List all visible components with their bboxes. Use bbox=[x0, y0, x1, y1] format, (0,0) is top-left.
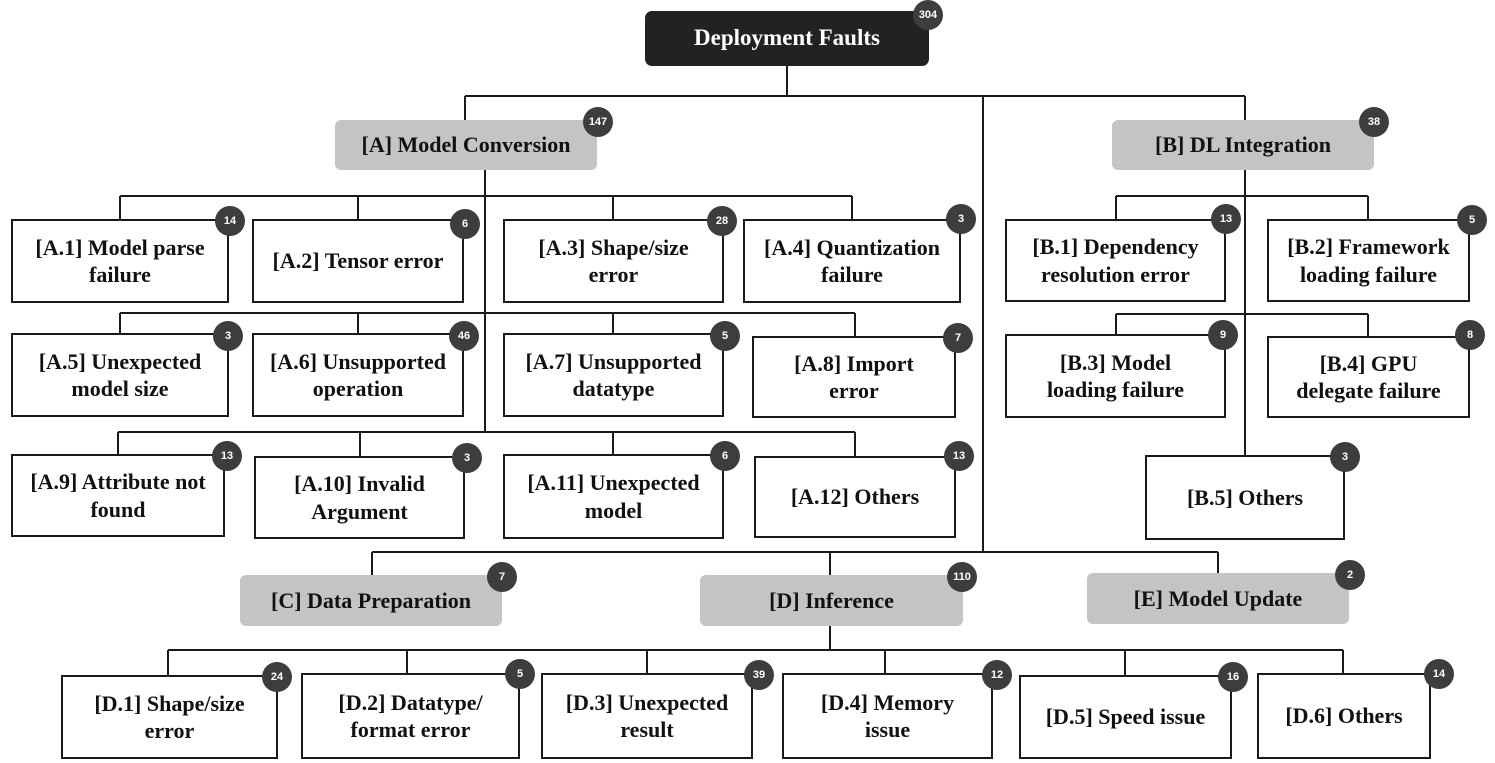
root-label: Deployment Faults bbox=[694, 25, 880, 51]
leaf-b5: [B.5] Others bbox=[1145, 455, 1345, 540]
leaf-label: [B.5] Others bbox=[1186, 484, 1304, 510]
leaf-label: [B.2] Framework loading failure bbox=[1287, 234, 1450, 287]
count-badge: 8 bbox=[1455, 320, 1485, 350]
leaf-a12: [A.12] Others bbox=[754, 456, 956, 538]
leaf-label: [A.3] Shape/size error bbox=[538, 234, 689, 288]
leaf-a6: [A.6] Unsupported operation bbox=[252, 333, 464, 417]
leaf-label: [A.5] Unexpected model size bbox=[38, 348, 202, 402]
leaf-d3: [D.3] Unexpected result bbox=[541, 673, 753, 759]
count-badge: 38 bbox=[1359, 107, 1389, 137]
leaf-label: [D.1] Shape/size error bbox=[94, 690, 245, 744]
leaf-d5: [D.5] Speed issue bbox=[1019, 675, 1232, 759]
leaf-label: [A.9] Attribute not found bbox=[30, 469, 206, 522]
count-badge: 7 bbox=[487, 562, 517, 592]
leaf-label: [B.3] Model loading failure bbox=[1046, 349, 1185, 403]
count-badge: 13 bbox=[212, 441, 242, 471]
count-badge: 3 bbox=[213, 321, 243, 351]
count-badge: 3 bbox=[946, 204, 976, 234]
count-badge: 39 bbox=[744, 660, 774, 690]
leaf-label: [A.12] Others bbox=[790, 484, 920, 510]
count-badge: 6 bbox=[710, 441, 740, 471]
count-badge: 7 bbox=[943, 323, 973, 353]
leaf-a9: [A.9] Attribute not found bbox=[11, 454, 225, 537]
count-badge: 46 bbox=[449, 321, 479, 351]
category-label: [E] Model Update bbox=[1133, 585, 1303, 611]
count-badge: 5 bbox=[710, 321, 740, 351]
leaf-label: [D.2] Datatype/ format error bbox=[338, 689, 483, 743]
category-label: [A] Model Conversion bbox=[361, 132, 571, 158]
leaf-label: [A.7] Unsupported datatype bbox=[525, 348, 702, 402]
category-label: [D] Inference bbox=[769, 587, 894, 613]
count-badge: 3 bbox=[1330, 442, 1360, 472]
leaf-label: [A.1] Model parse failure bbox=[35, 234, 205, 288]
leaf-label: [A.11] Unexpected model bbox=[527, 470, 700, 523]
count-badge: 304 bbox=[913, 0, 943, 30]
count-badge: 3 bbox=[452, 443, 482, 473]
leaf-label: [D.3] Unexpected result bbox=[565, 689, 729, 743]
leaf-label: [A.8] Import error bbox=[794, 350, 914, 404]
count-badge: 24 bbox=[262, 662, 292, 692]
leaf-a1: [A.1] Model parse failure bbox=[11, 219, 229, 303]
leaf-label: [A.6] Unsupported operation bbox=[269, 348, 447, 402]
leaf-a7: [A.7] Unsupported datatype bbox=[503, 333, 724, 417]
leaf-b3: [B.3] Model loading failure bbox=[1005, 334, 1226, 418]
count-badge: 6 bbox=[450, 209, 480, 239]
leaf-d1: [D.1] Shape/size error bbox=[61, 675, 278, 759]
count-badge: 13 bbox=[1211, 204, 1241, 234]
count-badge: 28 bbox=[707, 206, 737, 236]
leaf-a10: [A.10] Invalid Argument bbox=[254, 456, 465, 539]
leaf-label: [B.4] GPU delegate failure bbox=[1296, 350, 1441, 404]
count-badge: 16 bbox=[1218, 662, 1248, 692]
leaf-d2: [D.2] Datatype/ format error bbox=[301, 673, 520, 759]
leaf-a11: [A.11] Unexpected model bbox=[503, 454, 724, 539]
category-label: [B] DL Integration bbox=[1155, 132, 1331, 158]
leaf-a4: [A.4] Quantization failure bbox=[743, 219, 961, 303]
category-b-dl-integration: [B] DL Integration bbox=[1112, 120, 1374, 170]
leaf-label: [A.4] Quantization failure bbox=[764, 234, 940, 288]
count-badge: 5 bbox=[1457, 205, 1487, 235]
count-badge: 2 bbox=[1335, 560, 1365, 590]
count-badge: 13 bbox=[944, 441, 974, 471]
leaf-label: [A.10] Invalid Argument bbox=[294, 471, 425, 524]
leaf-label: [D.6] Others bbox=[1285, 703, 1403, 729]
category-label: [C] Data Preparation bbox=[271, 587, 471, 613]
count-badge: 14 bbox=[1424, 659, 1454, 689]
leaf-label: [A.2] Tensor error bbox=[272, 248, 444, 274]
leaf-d4: [D.4] Memory issue bbox=[782, 673, 993, 759]
leaf-b4: [B.4] GPU delegate failure bbox=[1267, 336, 1470, 418]
root-node-deployment-faults: Deployment Faults bbox=[645, 11, 929, 66]
leaf-a5: [A.5] Unexpected model size bbox=[11, 333, 229, 417]
leaf-b1: [B.1] Dependency resolution error bbox=[1005, 219, 1226, 302]
count-badge: 147 bbox=[583, 107, 613, 137]
count-badge: 5 bbox=[505, 659, 535, 689]
category-d-inference: [D] Inference bbox=[700, 575, 963, 626]
count-badge: 9 bbox=[1208, 320, 1238, 350]
category-a-model-conversion: [A] Model Conversion bbox=[335, 120, 597, 170]
count-badge: 12 bbox=[982, 660, 1012, 690]
count-badge: 14 bbox=[215, 206, 245, 236]
category-c-data-preparation: [C] Data Preparation bbox=[240, 575, 502, 626]
count-badge: 110 bbox=[947, 562, 977, 592]
leaf-a3: [A.3] Shape/size error bbox=[503, 219, 724, 303]
category-e-model-update: [E] Model Update bbox=[1087, 573, 1349, 624]
leaf-a2: [A.2] Tensor error bbox=[252, 219, 464, 303]
leaf-a8: [A.8] Import error bbox=[752, 336, 956, 418]
leaf-b2: [B.2] Framework loading failure bbox=[1267, 219, 1470, 302]
leaf-label: [D.5] Speed issue bbox=[1045, 704, 1206, 730]
leaf-d6: [D.6] Others bbox=[1257, 673, 1431, 759]
leaf-label: [B.1] Dependency resolution error bbox=[1032, 234, 1199, 287]
leaf-label: [D.4] Memory issue bbox=[820, 689, 955, 743]
